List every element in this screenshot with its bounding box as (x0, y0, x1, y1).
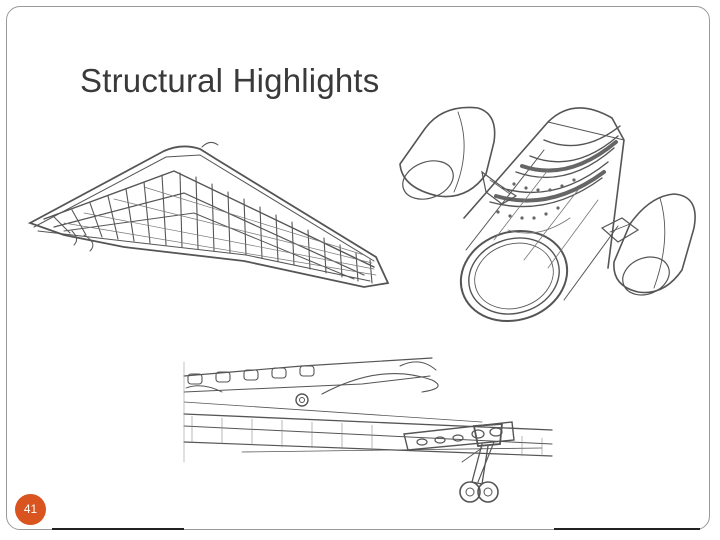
landing-gear-sketch (183, 357, 553, 503)
page-number-badge: 41 (15, 494, 46, 525)
wing-structure-sketch (27, 141, 390, 288)
bottom-rule-right (554, 528, 700, 530)
fuselage-engine-sketch (399, 106, 696, 323)
slide-title: Structural Highlights (80, 62, 380, 99)
bottom-rule-left (52, 528, 184, 530)
slide-frame (6, 6, 710, 530)
